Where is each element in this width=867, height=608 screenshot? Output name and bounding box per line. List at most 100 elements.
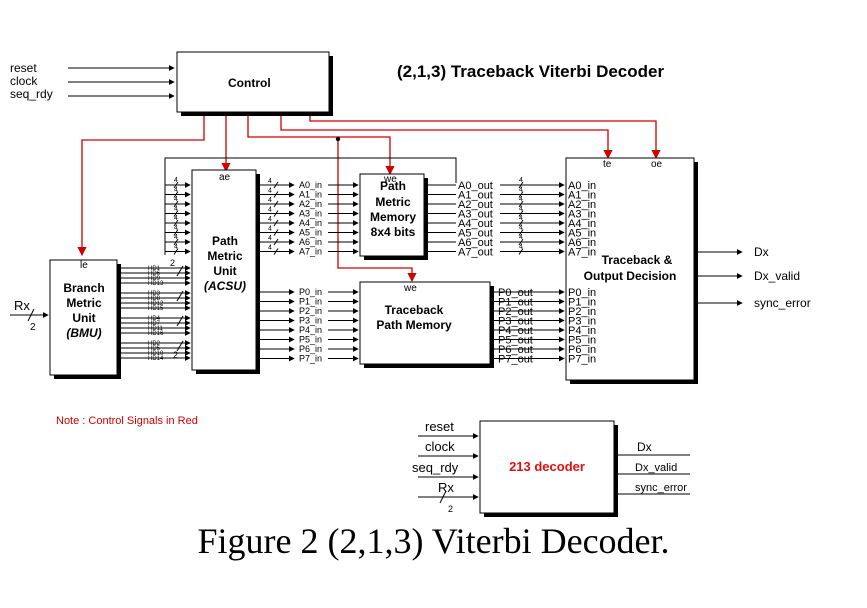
rx-bus-slash xyxy=(27,308,35,322)
tpm-p-out-label: P7_out xyxy=(498,354,533,366)
acsu-p-in-label: P1_in xyxy=(299,297,322,307)
bus-width-label: 4 xyxy=(268,178,272,185)
acsu-enable: ae xyxy=(219,172,231,183)
bus-slash xyxy=(518,210,524,217)
tod-a-in-label: A1_in xyxy=(568,190,596,202)
bus-width-label: 4 xyxy=(519,206,523,213)
bus-width-label: 4 xyxy=(268,207,272,214)
bus-width-label: 4 xyxy=(174,177,178,184)
hd-bus-label: HD2 xyxy=(148,341,161,347)
bus-width-label: 4 xyxy=(174,206,178,213)
bus-slash xyxy=(273,210,279,217)
bus-slash xyxy=(518,200,524,208)
tod-p-in-label: P7_in xyxy=(568,354,596,366)
bus-width-label: 4 xyxy=(268,197,272,204)
control-label: Control xyxy=(228,76,271,90)
hd-bus-label: HD11 xyxy=(148,326,164,332)
hd-bus-label: HD1 xyxy=(148,266,161,272)
tod-p-in-label: P1_in xyxy=(568,297,596,309)
bus-width-label: 4 xyxy=(174,187,178,194)
tpm-p-out-label: P4_out xyxy=(498,325,533,337)
tod-block: te oe Traceback & Output Decision xyxy=(565,157,698,384)
tpm-p-out-label: P5_out xyxy=(498,335,533,347)
decoder-sync-error-label: sync_error xyxy=(635,482,687,494)
seq-rdy-input-label: seq_rdy xyxy=(10,87,53,101)
acsu-block: ae Path Metric Unit (ACSU) xyxy=(191,169,260,374)
pmm-a-out-label: A1_out xyxy=(458,190,493,202)
dx-output-label: Dx xyxy=(754,245,769,259)
hd-bus-label: HD13 xyxy=(148,281,164,287)
acsu-label-3: Unit xyxy=(213,264,236,278)
tod-label-2: Output Decision xyxy=(584,269,677,283)
hd-bus-label: HD10 xyxy=(148,351,164,357)
bus-width-label: 4 xyxy=(268,216,272,223)
acsu-a-in-label: A3_in xyxy=(299,209,322,219)
junction-dot xyxy=(335,136,341,142)
pmm-a-out-label: A4_out xyxy=(458,218,493,230)
bus-slash xyxy=(173,248,179,255)
acsu-p-in-label: P5_in xyxy=(299,335,322,345)
bus-width-label: 4 xyxy=(519,244,523,251)
hd-bus-label: HD12 xyxy=(148,301,164,307)
bus-slash xyxy=(173,238,179,246)
tod-a-in-label: A4_in xyxy=(568,218,596,230)
pmm-label-3: Memory xyxy=(370,210,416,224)
acsu-a-in-label: A7_in xyxy=(299,247,322,257)
hd-bus-label: HD16 xyxy=(148,331,164,337)
bus-slash xyxy=(173,219,179,227)
bus-width-label: 4 xyxy=(174,234,178,241)
sync-error-output-label: sync_error xyxy=(754,296,811,310)
bmu-label-2: Metric xyxy=(66,296,102,310)
pmm-label-2: Metric xyxy=(375,195,411,209)
bus-slash xyxy=(273,191,279,198)
acsu-a-in-label: A5_in xyxy=(299,228,322,238)
bus-width-label: 4 xyxy=(174,225,178,232)
decoder-clock-label: clock xyxy=(425,439,455,454)
bus-slash xyxy=(176,290,184,302)
hd-bus-label: HD7 xyxy=(148,321,161,327)
tod-p-in-label: P6_in xyxy=(568,344,596,356)
hd-bus-group: HD1HD6HD9HD13HD3HD8HD12HD15HD4HD7HD11HD1… xyxy=(121,258,191,362)
bus-slash xyxy=(518,248,524,255)
rx-label: Rx xyxy=(14,298,30,313)
tpm-p-out-label: P6_out xyxy=(498,344,533,356)
tod-p-in-label: P2_in xyxy=(568,306,596,318)
bus-width-label: 4 xyxy=(519,234,523,241)
hd-bus-label: HD3 xyxy=(148,291,161,297)
bus-slash xyxy=(273,219,279,227)
bus-slash xyxy=(518,238,524,246)
figure-caption: Figure 2 (2,1,3) Viterbi Decoder. xyxy=(197,521,670,561)
pmm-a-out-label: A0_out xyxy=(458,180,493,192)
pmm-a-out-label: A6_out xyxy=(458,237,493,249)
tpm-label-2: Path Memory xyxy=(376,318,452,332)
tod-a-in-label: A2_in xyxy=(568,199,596,211)
decoder-dx-valid-label: Dx_valid xyxy=(635,462,677,474)
tod-p-in-label: P4_in xyxy=(568,325,596,337)
tpm-p-out-label: P0_out xyxy=(498,287,533,299)
decoder-213-label: 213 decoder xyxy=(509,459,585,474)
clock-input-label: clock xyxy=(10,74,38,88)
acsu-p-in-label: P2_in xyxy=(299,306,322,316)
bmu-block: le Branch Metric Unit (BMU) xyxy=(49,259,121,379)
bus-width-label: 4 xyxy=(519,177,523,184)
tpm-outputs: P0_outP1_outP2_outP3_outP4_outP5_outP6_o… xyxy=(494,287,565,366)
decoder-reset-label: reset xyxy=(425,419,454,434)
bus-width-label: 4 xyxy=(519,196,523,203)
bus-slash xyxy=(273,248,279,255)
acsu-label-1: Path xyxy=(212,234,238,248)
bus-slash xyxy=(273,238,279,246)
decoder-213-outputs xyxy=(618,454,690,495)
pmm-a-out-label: A2_out xyxy=(458,199,493,211)
pmm-a-out-label: A5_out xyxy=(458,228,493,240)
hd-bus-width: 2 xyxy=(170,258,175,268)
tod-a-in-label: A3_in xyxy=(568,209,596,221)
pmm-label-1: Path xyxy=(380,179,406,193)
reset-input-label: reset xyxy=(10,61,37,75)
decoder-seq-rdy-label: seq_rdy xyxy=(412,460,459,475)
diagram-title: (2,1,3) Traceback Viterbi Decoder xyxy=(397,62,664,81)
tpm-enable: we xyxy=(403,283,417,294)
